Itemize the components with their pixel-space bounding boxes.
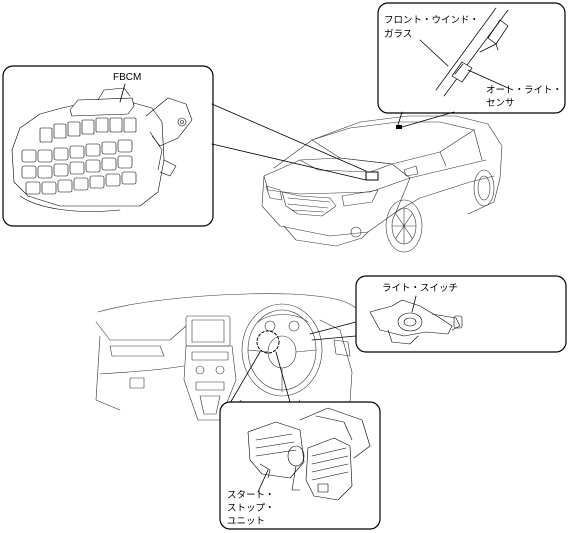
- start-stop-callout-box: [219, 401, 381, 530]
- windshield-leader-line: [419, 39, 449, 67]
- windshield-label-line1: フロント・ウインド・: [384, 15, 480, 26]
- front-wheel-drawing: [385, 199, 423, 253]
- start-stop-label-line1: スタート・: [227, 490, 275, 501]
- headlamp-right: [341, 189, 379, 207]
- windshield-label-line2: ガラス: [384, 29, 413, 40]
- rear-wheel-drawing: [473, 169, 495, 207]
- auto-light-sensor-drawing: [451, 61, 473, 83]
- sensor-connector-right: [401, 111, 455, 128]
- light-switch-connector-bottom: [311, 335, 357, 341]
- sensor-connector-left: [397, 111, 403, 126]
- fbcm-leader-line: [119, 83, 126, 103]
- front-grille: [281, 191, 337, 217]
- start-stop-connector-right: [275, 351, 291, 403]
- start-stop-label-line2: ストップ・: [227, 503, 275, 514]
- fbcm-callout-box: [2, 65, 214, 227]
- fbcm-module: [69, 97, 135, 117]
- light-switch-leader-line: [411, 295, 417, 313]
- auto-light-sensor-callout-box: [377, 2, 566, 114]
- windshield-drawing: [435, 7, 509, 97]
- light-switch-drawing: [369, 299, 463, 345]
- start-stop-location-marker: [256, 330, 280, 354]
- light-switch-label: ライト・スイッチ: [382, 283, 459, 294]
- dashboard-interior-drawing: [95, 293, 361, 421]
- vehicle-exterior-drawing: [261, 115, 503, 253]
- vehicle-sensor-location-marker: [396, 125, 402, 129]
- auto-light-sensor-label-line2: センサ: [486, 98, 515, 109]
- start-stop-leader-line: [257, 469, 269, 493]
- light-switch-callout-box: [355, 275, 567, 353]
- steering-wheel-drawing: [241, 303, 323, 397]
- fuse-grid: [21, 117, 137, 195]
- vehicle-fbcm-location-marker: [365, 171, 379, 181]
- start-stop-label-line3: ユニット: [227, 516, 266, 527]
- fbcm-connector-top: [211, 103, 367, 172]
- headlamp-left: [265, 185, 283, 201]
- light-switch-connector-top: [309, 321, 357, 335]
- start-stop-unit-drawing: [247, 407, 371, 501]
- auto-light-sensor-leader-line: [467, 69, 509, 89]
- center-display: [185, 315, 231, 347]
- start-stop-connector-left: [225, 351, 261, 411]
- auto-light-sensor-label-line1: オート・ライト・: [486, 85, 563, 96]
- fbcm-fuse-block-drawing: [11, 87, 193, 212]
- fbcm-connector-bottom: [211, 143, 367, 181]
- fbcm-label: FBCM: [113, 72, 142, 83]
